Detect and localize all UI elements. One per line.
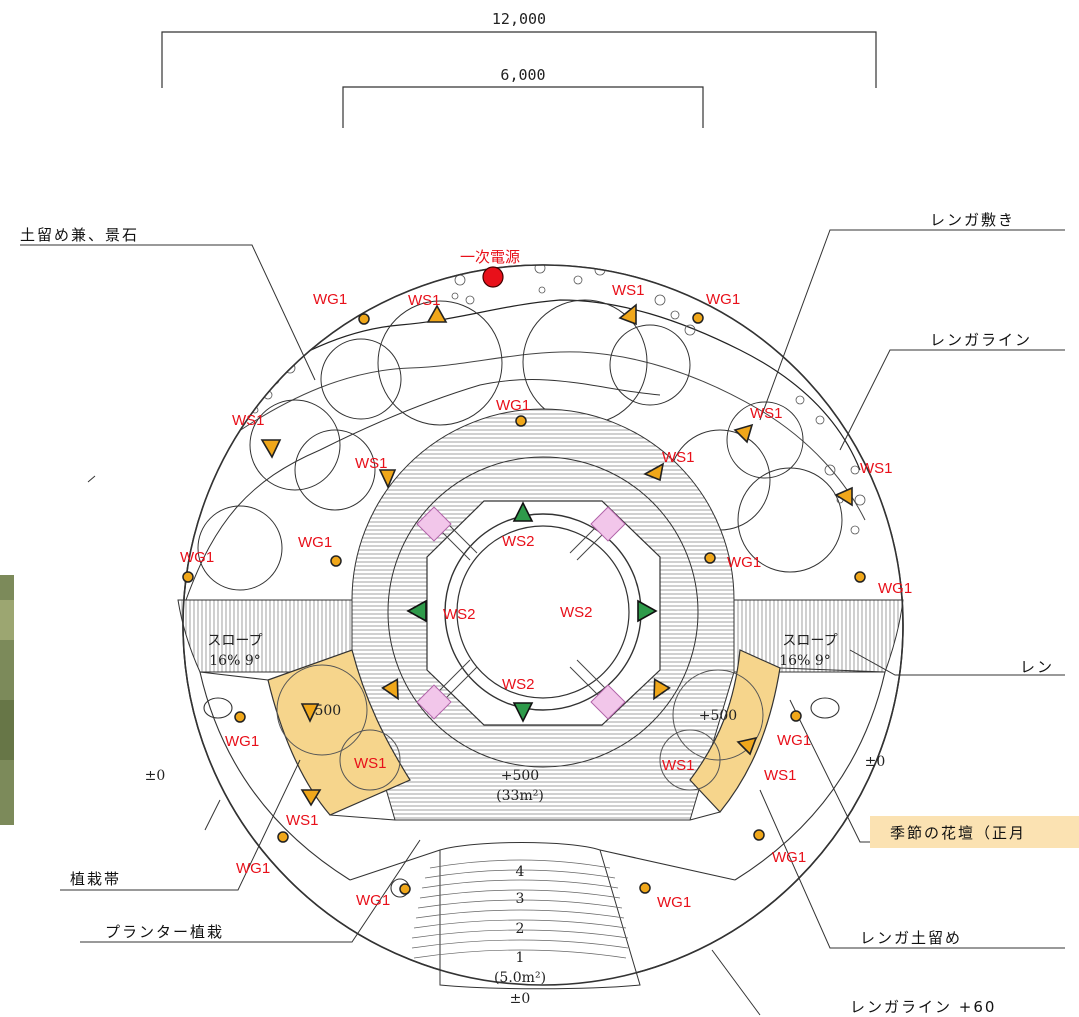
label-planter: プランター植栽: [105, 923, 224, 941]
step-2: 2: [516, 921, 525, 937]
ws1-label-8: WS1: [354, 755, 387, 772]
wg1-markers: [182, 312, 866, 895]
label-brick-paving: レンガ敷き: [930, 211, 1015, 229]
slope-right-label: スロープ: [782, 633, 837, 649]
wg1-label-6: WG1: [727, 554, 761, 571]
light-pad-se: [590, 684, 626, 720]
plaza-level: +500: [501, 768, 539, 784]
label-power-source: 一次電源: [460, 249, 520, 266]
ws1-label-3: WS1: [750, 405, 783, 422]
wg1-label-12: WG1: [356, 892, 390, 909]
raised-bed-right-level: +500: [699, 708, 737, 724]
ws1-label-7: WS1: [232, 412, 265, 429]
dimension-outer-label: 12,000: [492, 10, 546, 28]
ws2-label-right: WS2: [560, 604, 593, 621]
ws1-label-6: WS1: [662, 449, 695, 466]
ws2-label-bottom: WS2: [502, 676, 535, 693]
dimension-outer: 12,000: [161, 10, 877, 88]
wg1-label-11: WG1: [772, 849, 806, 866]
ws1-label-9: WS1: [662, 757, 695, 774]
ws2-markers: [406, 501, 658, 723]
light-pad-nw: [416, 506, 452, 542]
ws1-markers: [260, 303, 853, 807]
wg1-label-5: WG1: [298, 534, 332, 551]
level-left: ±0: [145, 768, 166, 784]
rock-garden-area: [183, 265, 900, 601]
stairs: [411, 842, 641, 990]
ws1-label-1: WS1: [408, 292, 441, 309]
stair-area: (5.0m²): [494, 970, 546, 986]
label-earth-retaining-stone: 土留め兼、景石: [20, 226, 139, 244]
light-pad-sw: [416, 684, 452, 720]
step-4: 4: [516, 864, 525, 880]
wg1-label-1: WG1: [313, 291, 347, 308]
ws2-label-left: WS2: [443, 606, 476, 623]
plaza-area: (33m²): [496, 788, 544, 804]
wg1-label-9: WG1: [777, 732, 811, 749]
dimension-inner: 6,000: [342, 66, 704, 128]
label-brick-retaining: レンガ土留め: [860, 929, 962, 947]
lighting-pads: [416, 506, 626, 720]
label-brick-partial: レン: [1020, 658, 1054, 676]
label-planting-strip: 植栽帯: [70, 870, 121, 888]
label-seasonal-bed: 季節の花壇（正月: [890, 824, 1026, 842]
level-right: ±0: [865, 754, 886, 770]
wg1-label-10: WG1: [236, 860, 270, 877]
slope-left-percent: 16% 9°: [209, 653, 260, 669]
step-1: 1: [516, 950, 525, 966]
raised-bed-left: [267, 649, 411, 816]
wg1-label-4: WG1: [180, 549, 214, 566]
slope-right-percent: 16% 9°: [779, 653, 830, 669]
wg1-label-7: WG1: [878, 580, 912, 597]
wg1-label-13: WG1: [657, 894, 691, 911]
dimension-inner-label: 6,000: [500, 66, 545, 84]
slope-left-label: スロープ: [207, 633, 262, 649]
power-source-marker: [482, 266, 504, 288]
label-brick-line: レンガライン: [930, 331, 1032, 349]
stair-base: ±0: [510, 991, 531, 1007]
ws1-label-2: WS1: [612, 282, 645, 299]
seasonal-bed-highlight: [870, 816, 1079, 848]
wg1-label-8: WG1: [225, 733, 259, 750]
ws1-label-10: WS1: [764, 767, 797, 784]
wg1-label-3: WG1: [496, 397, 530, 414]
label-brick-line-60: レンガライン +60: [850, 998, 996, 1016]
ws1-label-11: WS1: [286, 812, 319, 829]
step-3: 3: [516, 891, 525, 907]
wg1-label-2: WG1: [706, 291, 740, 308]
raised-bed-right: [689, 649, 781, 813]
ws2-label-top: WS2: [502, 533, 535, 550]
ws1-label-4: WS1: [860, 460, 893, 477]
ws1-label-5: WS1: [355, 455, 388, 472]
inner-ring-inner: [456, 525, 630, 699]
light-pad-ne: [590, 506, 626, 542]
